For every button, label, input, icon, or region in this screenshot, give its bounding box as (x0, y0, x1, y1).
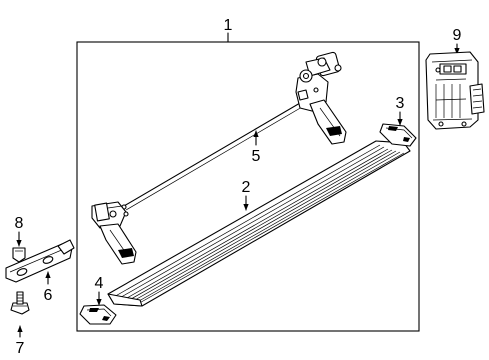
callout-8: 8 (15, 215, 24, 247)
bracket-plate-part (5, 239, 75, 283)
callout-label-8: 8 (15, 215, 24, 232)
running-board-part (107, 140, 411, 307)
callout-7: 7 (16, 325, 25, 357)
callout-label-2: 2 (242, 179, 251, 196)
callout-9: 9 (453, 27, 462, 55)
callout-5: 5 (252, 130, 261, 165)
assembly-frame (76, 41, 420, 332)
callout-1: 1 (224, 17, 233, 43)
callout-2: 2 (242, 179, 251, 211)
callout-label-9: 9 (453, 27, 462, 44)
rear-motor-bracket-part (295, 51, 347, 145)
callout-label-7: 7 (16, 340, 25, 357)
control-module-part (425, 51, 485, 130)
callout-label-4: 4 (95, 275, 104, 292)
front-end-cap-part (79, 304, 117, 325)
callout-label-1: 1 (224, 17, 233, 34)
bolt-part (10, 291, 30, 315)
callout-label-6: 6 (44, 287, 53, 304)
rear-end-cap-part (379, 123, 417, 147)
callout-3: 3 (396, 95, 405, 126)
callout-4: 4 (95, 275, 104, 306)
clip-part (12, 247, 26, 263)
front-bracket-part (91, 201, 137, 265)
callout-label-3: 3 (396, 95, 405, 112)
callout-label-5: 5 (252, 148, 261, 165)
callout-6: 6 (44, 271, 53, 304)
